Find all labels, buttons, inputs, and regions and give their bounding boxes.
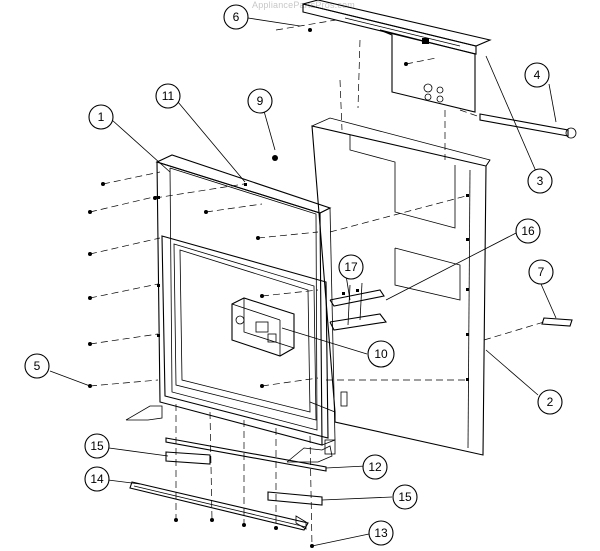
svg-text:7: 7 — [538, 265, 545, 279]
inner-door-liner — [125, 154, 336, 463]
svg-text:3: 3 — [537, 174, 544, 188]
mounting-brackets — [329, 282, 387, 331]
callout-2: 2 — [537, 389, 563, 415]
callout-12: 12 — [362, 454, 388, 480]
svg-text:5: 5 — [34, 359, 41, 373]
callout-14: 14 — [84, 466, 110, 492]
detergent-dispenser — [231, 297, 295, 357]
screws — [88, 28, 408, 548]
svg-text:14: 14 — [90, 472, 104, 486]
callout-17: 17 — [338, 254, 364, 280]
svg-text:9: 9 — [257, 94, 264, 108]
hinge-clip — [483, 317, 573, 341]
callout-4: 4 — [524, 62, 550, 88]
callout-9: 9 — [247, 88, 273, 114]
callout-15-lower: 15 — [392, 484, 418, 510]
callout-5: 5 — [24, 353, 50, 379]
svg-text:13: 13 — [374, 526, 388, 540]
svg-text:15: 15 — [398, 490, 412, 504]
callout-11: 11 — [155, 83, 181, 109]
svg-text:6: 6 — [233, 10, 240, 24]
callout-6: 6 — [223, 4, 249, 30]
callout-7: 7 — [528, 259, 554, 285]
outer-door-panel — [309, 117, 491, 456]
svg-text:2: 2 — [547, 395, 554, 409]
callout-leaders — [49, 17, 557, 547]
control-panel-assembly — [302, 0, 492, 160]
svg-text:10: 10 — [374, 347, 388, 361]
callout-3: 3 — [527, 168, 553, 194]
svg-text:16: 16 — [521, 224, 535, 238]
callout-13: 13 — [368, 520, 394, 546]
screw-leaders — [89, 19, 467, 547]
callout-1: 1 — [88, 104, 114, 130]
svg-text:15: 15 — [90, 439, 104, 453]
svg-text:4: 4 — [534, 68, 541, 82]
bottom-strips — [129, 437, 327, 531]
svg-text:12: 12 — [368, 460, 382, 474]
handle-rod — [459, 109, 577, 139]
svg-text:17: 17 — [344, 260, 358, 274]
callout-10: 10 — [367, 340, 395, 368]
callout-15-upper: 15 — [84, 433, 110, 459]
svg-text:11: 11 — [162, 89, 175, 103]
svg-text:1: 1 — [98, 110, 105, 124]
callout-16: 16 — [515, 218, 541, 244]
